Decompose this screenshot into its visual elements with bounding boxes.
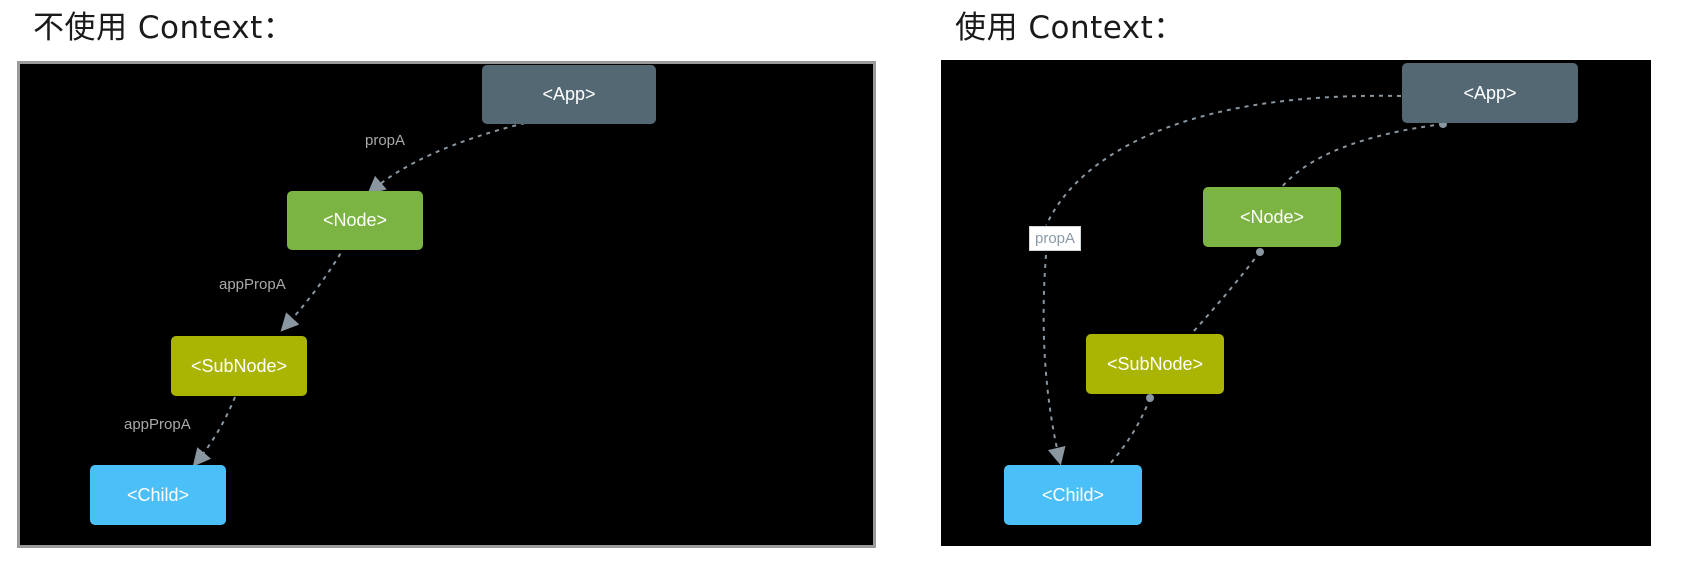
- node-node-label: <Node>: [1239, 206, 1305, 227]
- child-node: <Child>: [90, 465, 226, 525]
- connector-dot-node: [1256, 248, 1264, 256]
- subnode-node: <SubNode>: [1086, 334, 1224, 394]
- edge-subnode-to-child: [192, 396, 236, 467]
- edge-node-to-subnode: [280, 245, 346, 332]
- edge-app-to-node: [1280, 123, 1444, 189]
- child-node: <Child>: [1004, 465, 1142, 525]
- app-node-label: <App>: [1463, 82, 1517, 103]
- diagram-without-context: <App> <Node> <SubNode> <Child> propA app…: [17, 61, 876, 548]
- diagram-with-context: <App> <Node> <SubNode> <Child> propA: [941, 60, 1651, 546]
- edge-label-appPropA-2: appPropA: [124, 416, 191, 433]
- node-node: <Node>: [287, 191, 423, 250]
- child-node-label: <Child>: [1041, 484, 1105, 505]
- heading-without-context: 不使用 Context：: [33, 10, 295, 46]
- subnode-node-label: <SubNode>: [1106, 353, 1204, 374]
- subnode-node-label: <SubNode>: [190, 355, 288, 376]
- child-node-label: <Child>: [126, 484, 190, 505]
- app-node: <App>: [482, 65, 656, 124]
- node-node-label: <Node>: [322, 210, 388, 230]
- edge-node-to-subnode: [1192, 251, 1261, 333]
- edge-subnode-to-child: [1107, 397, 1151, 467]
- subnode-node: <SubNode>: [171, 336, 307, 396]
- connector-dot-subnode: [1146, 394, 1154, 402]
- edge-app-to-node: [367, 122, 526, 195]
- heading-with-context: 使用 Context：: [955, 10, 1185, 46]
- edge-label-appPropA-1: appPropA: [219, 276, 286, 293]
- edge-app-to-child-lower: [1042, 254, 1066, 466]
- edges-layer-right: [1042, 94, 1447, 467]
- edge-label-propA: propA: [1029, 226, 1082, 251]
- edges-layer-left: [192, 122, 526, 467]
- node-node: <Node>: [1203, 187, 1341, 247]
- edge-label-propA: propA: [365, 132, 406, 149]
- app-node: <App>: [1402, 63, 1578, 123]
- app-node-label: <App>: [542, 84, 596, 104]
